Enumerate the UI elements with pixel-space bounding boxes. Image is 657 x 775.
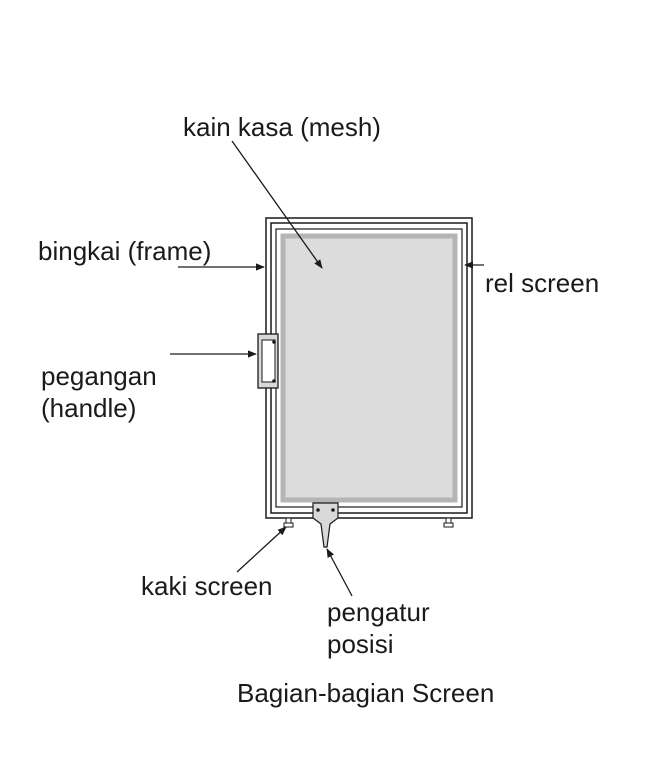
feet-shape: [283, 517, 454, 528]
handle-label-line2: (handle): [41, 393, 137, 423]
position-arrow: [326, 548, 353, 597]
feet-arrow: [236, 526, 287, 573]
handle-shape: [257, 333, 279, 389]
position-label-line1: pengatur: [327, 597, 430, 627]
feet-label: kaki screen: [141, 571, 273, 601]
mesh-shape: [280, 233, 458, 503]
mesh-arrow: [231, 140, 323, 269]
rail-label: rel screen: [485, 268, 600, 298]
position-label-line2: posisi: [327, 629, 394, 659]
frame-label: bingkai (frame): [38, 236, 212, 266]
position-adjuster-shape: [312, 502, 339, 548]
diagram-caption: Bagian-bagian Screen: [237, 678, 495, 708]
handle-label-line1: pegangan: [41, 361, 157, 391]
mesh-label: kain kasa (mesh): [183, 112, 381, 142]
